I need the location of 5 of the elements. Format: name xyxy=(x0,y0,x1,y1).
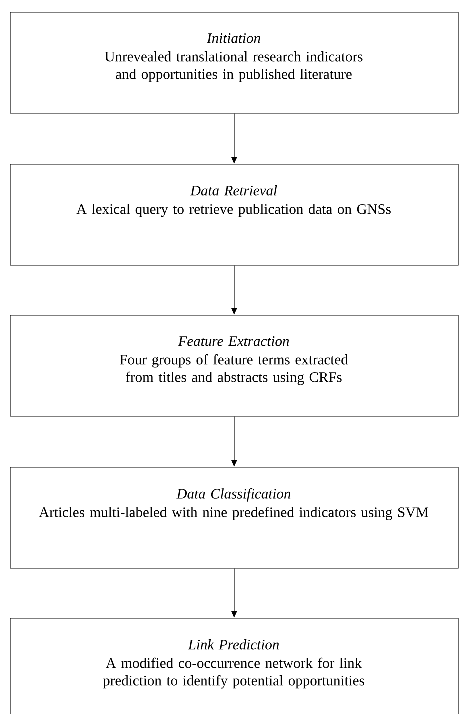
process-box: Data Retrieval A lexical query to retrieve publication data on GNSs xyxy=(10,164,459,266)
process-box: Link Prediction A modified co-occurrence network for link prediction to identify potential opportunities xyxy=(10,618,459,714)
process-box: Feature Extraction Four groups of feature terms extracted from titles and abstracts using CRFs xyxy=(10,315,459,417)
process-box: Initiation Unrevealed translational research indicators and opportunities in published literature xyxy=(10,12,459,114)
process-box: Data Classification Articles multi-labeled with nine predefined indicators using SVM xyxy=(10,467,459,569)
